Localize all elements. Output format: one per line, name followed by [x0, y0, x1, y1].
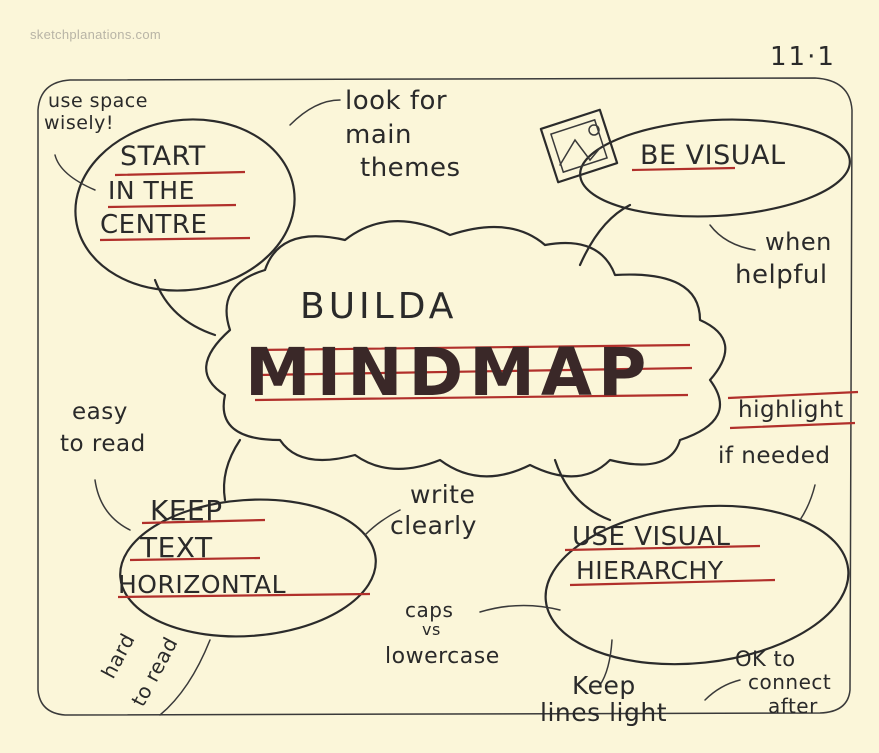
- leader-write: [364, 509, 401, 536]
- horizontal-line-3: HORIZONTAL: [118, 570, 287, 599]
- note-highlight-1: highlight: [738, 397, 844, 423]
- note-connect-1: OK to: [735, 647, 796, 671]
- note-caps-3: lowercase: [385, 644, 500, 669]
- note-connect-3: after: [768, 694, 818, 718]
- note-caps-1: caps: [405, 598, 454, 622]
- note-easy-2: to read: [60, 431, 146, 457]
- note-connect-2: connect: [748, 670, 832, 694]
- horizontal-red-lines: [117, 518, 371, 599]
- start-red-lines: [99, 170, 251, 242]
- connector-horizontal: [222, 438, 242, 502]
- page-frame: [37, 77, 853, 716]
- note-main-themes-3: themes: [360, 153, 461, 183]
- connector-visual: [578, 203, 632, 267]
- central-cloud: [205, 220, 727, 478]
- connector-hierarchy: [553, 458, 612, 522]
- visual-red-line: [631, 166, 736, 172]
- start-line-1: START: [120, 141, 206, 172]
- leader-lines-light: [599, 639, 613, 686]
- note-lines-light-1: Keep: [572, 671, 636, 700]
- note-when-helpful-2: helpful: [735, 260, 828, 290]
- center-title-line2: MINDMAP: [245, 334, 653, 411]
- note-main-themes-2: main: [345, 120, 412, 150]
- note-write-2: clearly: [390, 511, 477, 540]
- start-node-bubble: [74, 118, 296, 292]
- page-number: 11·1: [770, 42, 836, 72]
- start-line-2: IN THE: [108, 176, 195, 205]
- note-write-1: write: [410, 480, 476, 509]
- leader-hard: [159, 639, 211, 716]
- leader-caps: [479, 604, 561, 613]
- mindmap-red-underline: [254, 343, 693, 402]
- start-line-3: CENTRE: [100, 210, 208, 240]
- leader-use-space: [54, 154, 96, 191]
- note-when-helpful-1: when: [765, 228, 832, 256]
- hierarchy-line-1: USE VISUAL: [572, 522, 731, 552]
- watermark: sketchplanations.com: [30, 27, 162, 42]
- note-easy-1: easy: [72, 399, 128, 425]
- visual-label: BE VISUAL: [640, 140, 786, 171]
- highlight-red-lines: [727, 390, 859, 430]
- note-caps-2: vs: [422, 620, 441, 639]
- picture-frame-icon: [539, 108, 619, 184]
- leader-when-helpful: [709, 224, 756, 251]
- note-use-space-1: use space: [48, 90, 148, 112]
- leader-easy: [94, 479, 131, 531]
- horizontal-line-1: KEEP: [150, 494, 223, 527]
- hierarchy-node-bubble: [544, 504, 850, 666]
- connector-start: [153, 278, 217, 337]
- hierarchy-red-lines: [564, 544, 776, 587]
- note-highlight-2: if needed: [718, 443, 831, 469]
- leader-highlight: [799, 484, 816, 521]
- horizontal-line-2: TEXT: [140, 531, 213, 564]
- horizontal-node-bubble: [119, 498, 377, 638]
- leader-main-themes: [289, 99, 341, 126]
- note-lines-light-2: lines light: [540, 698, 667, 727]
- note-use-space-2: wisely!: [44, 112, 115, 134]
- leader-connect: [704, 679, 741, 701]
- hierarchy-line-2: HIERARCHY: [576, 556, 724, 585]
- note-main-themes-1: look for: [345, 86, 448, 116]
- center-title-line1: BUILDA: [300, 286, 458, 327]
